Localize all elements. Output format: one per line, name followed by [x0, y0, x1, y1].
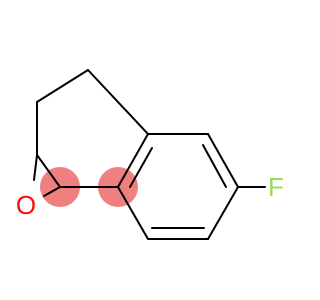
bond-c8-c8a: [117, 186, 149, 240]
bond-double-inner-b: [129, 147, 153, 188]
bond-c4-c5: [87, 69, 149, 135]
bond-double-inner-c: [202, 144, 227, 188]
bond-c8a-c4a: [117, 133, 149, 188]
atom-label-oxygen: O: [16, 190, 36, 220]
bond-c1-o: [43, 186, 61, 197]
bond-set: [33, 69, 266, 240]
bond-c5-c6: [207, 133, 239, 188]
atom-label-fluorine: F: [268, 172, 284, 202]
bond-c2-o: [33, 154, 38, 181]
bond-c6-c7: [207, 186, 239, 240]
bond-c3-c4: [36, 69, 89, 103]
molecule-structure-diagram: O F: [16, 69, 284, 240]
bond-c1-c2: [36, 154, 61, 188]
